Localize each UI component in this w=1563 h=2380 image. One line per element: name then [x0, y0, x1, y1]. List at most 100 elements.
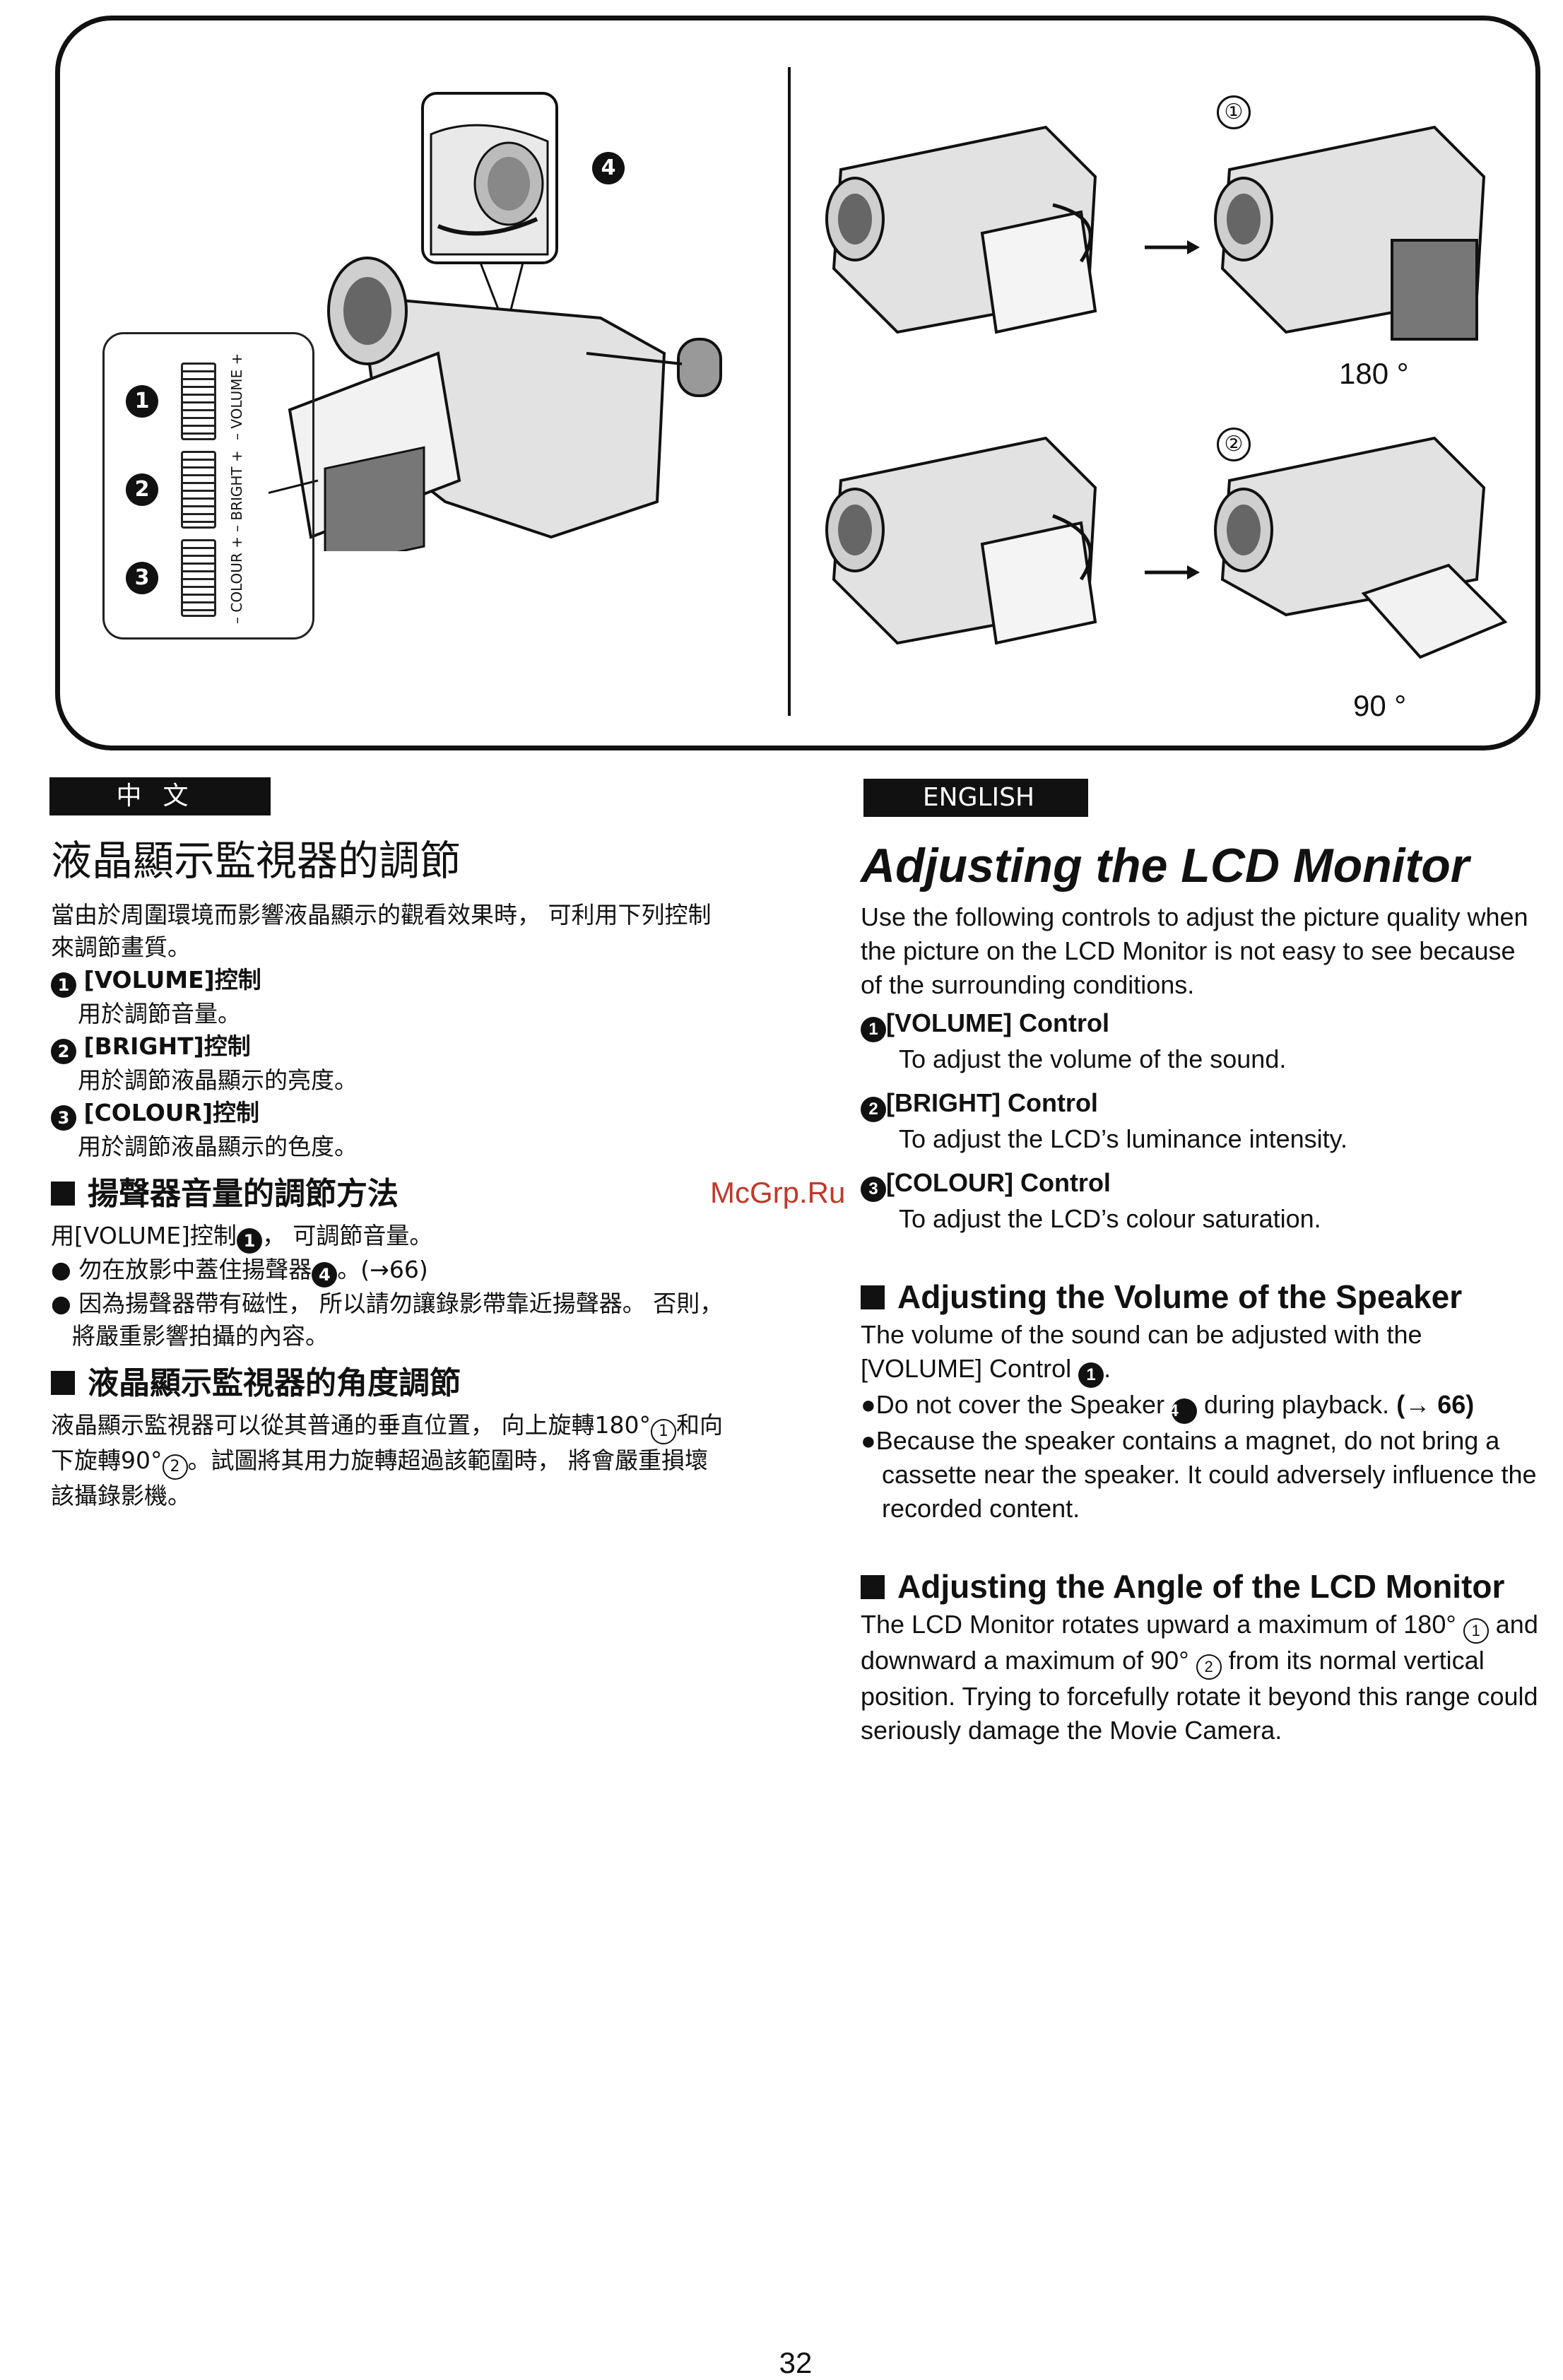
- zh-speaker-bullet-2: ● 因為揚聲器帶有磁性， 所以請勿讓錄影帶靠近揚聲器。 否則， 將嚴重影響拍攝的…: [51, 1290, 724, 1350]
- zh-control-3-desc: 用於調節液晶顯示的色度。: [78, 1133, 358, 1160]
- en-speaker-heading-text: Adjusting the Volume of the Speaker: [897, 1278, 1463, 1315]
- circled-2-icon: 2: [1196, 1654, 1222, 1680]
- en-angle-heading: Adjusting the Angle of the LCD Monitor: [861, 1565, 1539, 1608]
- en-control-2: 2[BRIGHT] Control: [861, 1086, 1539, 1122]
- en-speaker-text: The volume of the sound can be adjusted …: [861, 1318, 1539, 1388]
- zh-control-2-desc: 用於調節液晶顯示的亮度。: [78, 1066, 358, 1094]
- camera-after-90: [1214, 436, 1508, 659]
- camera-after-180: [1214, 125, 1486, 341]
- step-2-marker: ②: [1217, 428, 1251, 461]
- chinese-language-tag: 中文: [49, 777, 271, 815]
- bright-wheel: [181, 451, 216, 529]
- control-number-icon: 2: [126, 473, 158, 506]
- bright-label: – BRIGHT +: [228, 450, 245, 532]
- circled-1-icon: 1: [1463, 1618, 1489, 1644]
- en-angle-text: The LCD Monitor rotates upward a maximum…: [861, 1608, 1539, 1748]
- en-control-2-desc: To adjust the LCD’s luminance intensity.: [899, 1124, 1347, 1153]
- camera-before-90: [825, 436, 1097, 645]
- square-bullet-icon: [51, 1182, 75, 1206]
- camcorder-illustration: [269, 92, 722, 551]
- angle-90-label: 90 °: [1353, 689, 1407, 722]
- en-speaker-heading: Adjusting the Volume of the Speaker: [861, 1276, 1539, 1318]
- control-number: 1: [134, 389, 150, 413]
- volume-control-row: 1: [126, 363, 309, 440]
- rotation-illustrations: [825, 125, 1508, 659]
- zh-control-1-desc: 用於調節音量。: [78, 1000, 241, 1027]
- zh-angle-heading-text: 液晶顯示監視器的角度調節: [88, 1365, 461, 1401]
- zh-control-3-title: [COLOUR]控制: [83, 1099, 260, 1126]
- number-4-icon: 4: [312, 1262, 338, 1288]
- zh-speaker-bullet-1-b: 。(→66): [337, 1256, 428, 1283]
- en-angle-text-a: The LCD Monitor rotates upward a maximum…: [861, 1610, 1456, 1639]
- en-control-1-desc: To adjust the volume of the sound.: [899, 1044, 1287, 1073]
- zh-control-2: 2 [BRIGHT]控制: [51, 1030, 729, 1064]
- controls-inset: 1 2 3 – VOLUME + – BRIGHT + – COLOUR +: [102, 332, 314, 640]
- en-angle-heading-text: Adjusting the Angle of the LCD Monitor: [897, 1568, 1505, 1605]
- en-speaker-bullet-2: ●Because the speaker contains a magnet, …: [861, 1426, 1537, 1523]
- colour-control-row: 3: [126, 539, 309, 617]
- english-language-tag: ENGLISH: [863, 779, 1088, 817]
- illustration-frame: [55, 16, 1540, 750]
- zh-control-1: 1 [VOLUME]控制: [51, 964, 729, 998]
- volume-label: – VOLUME +: [228, 353, 245, 440]
- illustration-divider: [788, 67, 791, 716]
- page-number: 32: [779, 2346, 813, 2379]
- en-speaker-bullet-1-a: Do not cover the Speaker: [875, 1390, 1164, 1419]
- en-control-1-title: [VOLUME] Control: [886, 1008, 1109, 1037]
- number-2-icon: 2: [51, 1039, 76, 1064]
- en-control-3-title: [COLOUR] Control: [886, 1168, 1111, 1197]
- zh-control-3: 3 [COLOUR]控制: [51, 1097, 729, 1131]
- number-3-icon: 3: [51, 1105, 76, 1131]
- en-title: Adjusting the LCD Monitor: [861, 839, 1470, 892]
- chinese-column: 液晶顯示監視器的調節 當由於周圍環境而影響液晶顯示的觀看效果時， 可利用下列控制…: [51, 834, 729, 1512]
- volume-wheel: [181, 363, 216, 440]
- en-speaker-text-body: The volume of the sound can be adjusted …: [861, 1320, 1422, 1383]
- zh-angle-text-b: 和向下旋轉90°: [51, 1411, 723, 1474]
- page-reference: (→ 66): [1396, 1390, 1475, 1419]
- number-4-icon: 4: [1169, 1398, 1197, 1424]
- zh-angle-text-a: 液晶顯示監視器可以從其普通的垂直位置， 向上旋轉180°: [51, 1411, 651, 1439]
- zh-control-2-title: [BRIGHT]控制: [83, 1032, 251, 1060]
- camera-before-180: [825, 125, 1097, 334]
- number-1-icon: 1: [861, 1017, 886, 1042]
- circled-2-icon: 2: [162, 1454, 188, 1480]
- zh-intro: 當由於周圍環境而影響液晶顯示的觀看效果時， 可利用下列控制來調節畫質。: [51, 901, 712, 961]
- bright-control-row: 2: [126, 451, 309, 529]
- en-control-2-title: [BRIGHT] Control: [886, 1088, 1098, 1117]
- number-1-icon: 1: [1078, 1362, 1104, 1388]
- control-number: 3: [134, 565, 150, 590]
- control-number-icon: 1: [126, 385, 158, 418]
- square-bullet-icon: [51, 1371, 75, 1395]
- zh-speaker-text-a: 用[VOLUME]控制: [51, 1222, 237, 1249]
- colour-wheel: [181, 539, 216, 617]
- en-angle-text-b: and downward a maximum of 90°: [861, 1610, 1538, 1675]
- circled-1-icon: 1: [650, 1419, 676, 1444]
- zh-control-1-title: [VOLUME]控制: [83, 966, 261, 994]
- en-control-1: 1[VOLUME] Control: [861, 1006, 1539, 1042]
- speaker-callout-icon: 4: [592, 152, 625, 184]
- control-number: 2: [134, 477, 150, 502]
- english-column: Adjusting the LCD Monitor Use the follow…: [861, 834, 1539, 1748]
- zh-speaker-heading-text: 揚聲器音量的調節方法: [88, 1176, 399, 1212]
- en-speaker-bullet-1: ●Do not cover the Speaker 4 during playb…: [861, 1388, 1539, 1424]
- en-control-3: 3[COLOUR] Control: [861, 1166, 1539, 1202]
- number-2-icon: 2: [861, 1097, 886, 1122]
- colour-label: – COLOUR +: [228, 536, 245, 624]
- zh-title: 液晶顯示監視器的調節: [51, 837, 461, 885]
- square-bullet-icon: [861, 1285, 885, 1309]
- number-1-icon: 1: [51, 972, 76, 998]
- zh-angle-text-c: 。試圖將其用力旋轉超過該範圍時， 將會嚴重損壞該攝錄影機。: [51, 1447, 708, 1509]
- en-speaker-bullet-1-b: during playback.: [1204, 1390, 1390, 1419]
- control-number-icon: 3: [126, 562, 158, 594]
- watermark: McGrp.Ru: [710, 1176, 846, 1209]
- speaker-callout-number: 4: [601, 155, 616, 180]
- zh-speaker-heading: 揚聲器音量的調節方法: [51, 1174, 729, 1214]
- zh-speaker-bullet-2-text: 因為揚聲器帶有磁性， 所以請勿讓錄影帶靠近揚聲器。 否則， 將嚴重影響拍攝的內容…: [72, 1290, 724, 1350]
- zh-speaker-bullet-1-a: 勿在放影中蓋住揚聲器: [78, 1256, 312, 1283]
- angle-180-label: 180 °: [1339, 357, 1409, 390]
- en-speaker-bullet-2-text: Because the speaker contains a magnet, d…: [875, 1426, 1537, 1523]
- number-1-icon: 1: [236, 1228, 262, 1254]
- step-1-marker: ①: [1217, 95, 1251, 129]
